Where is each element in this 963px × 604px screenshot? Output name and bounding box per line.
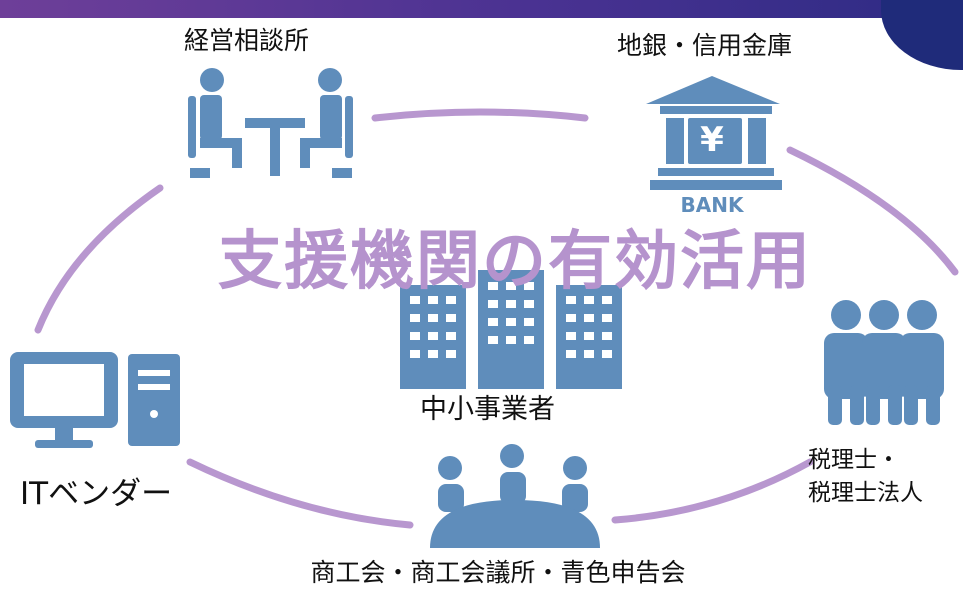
it-vendor-label: ITベンダー	[20, 476, 173, 512]
bank-text: BANK	[681, 193, 745, 217]
bank-label: 地銀・信用金庫	[617, 31, 793, 60]
consulting-label: 経営相談所	[184, 26, 310, 55]
yen-symbol: ¥	[700, 120, 724, 160]
connector-top-left	[34, 184, 164, 334]
header-band	[0, 0, 963, 18]
commerce-label: 商工会・商工会議所・青色申告会	[310, 558, 686, 587]
people-icon	[824, 300, 944, 425]
meeting-icon	[188, 68, 353, 178]
computer-icon	[10, 352, 180, 448]
sme-label: 中小事業者	[420, 394, 555, 425]
connector-top	[371, 108, 589, 122]
tax-label-line2: 税理士法人	[808, 480, 923, 506]
connector-bottom-left	[186, 458, 414, 529]
bank-icon	[646, 76, 782, 190]
connector-bottom-right	[611, 458, 814, 524]
buildings-icon	[400, 270, 622, 389]
tax-label-line1: 税理士・	[808, 447, 900, 473]
diagram-title: 支援機関の有効活用	[218, 225, 812, 299]
group-meeting-icon	[430, 444, 600, 548]
connector-top-right	[786, 146, 959, 276]
tax-label: 税理士・ 税理士法人	[808, 444, 923, 510]
